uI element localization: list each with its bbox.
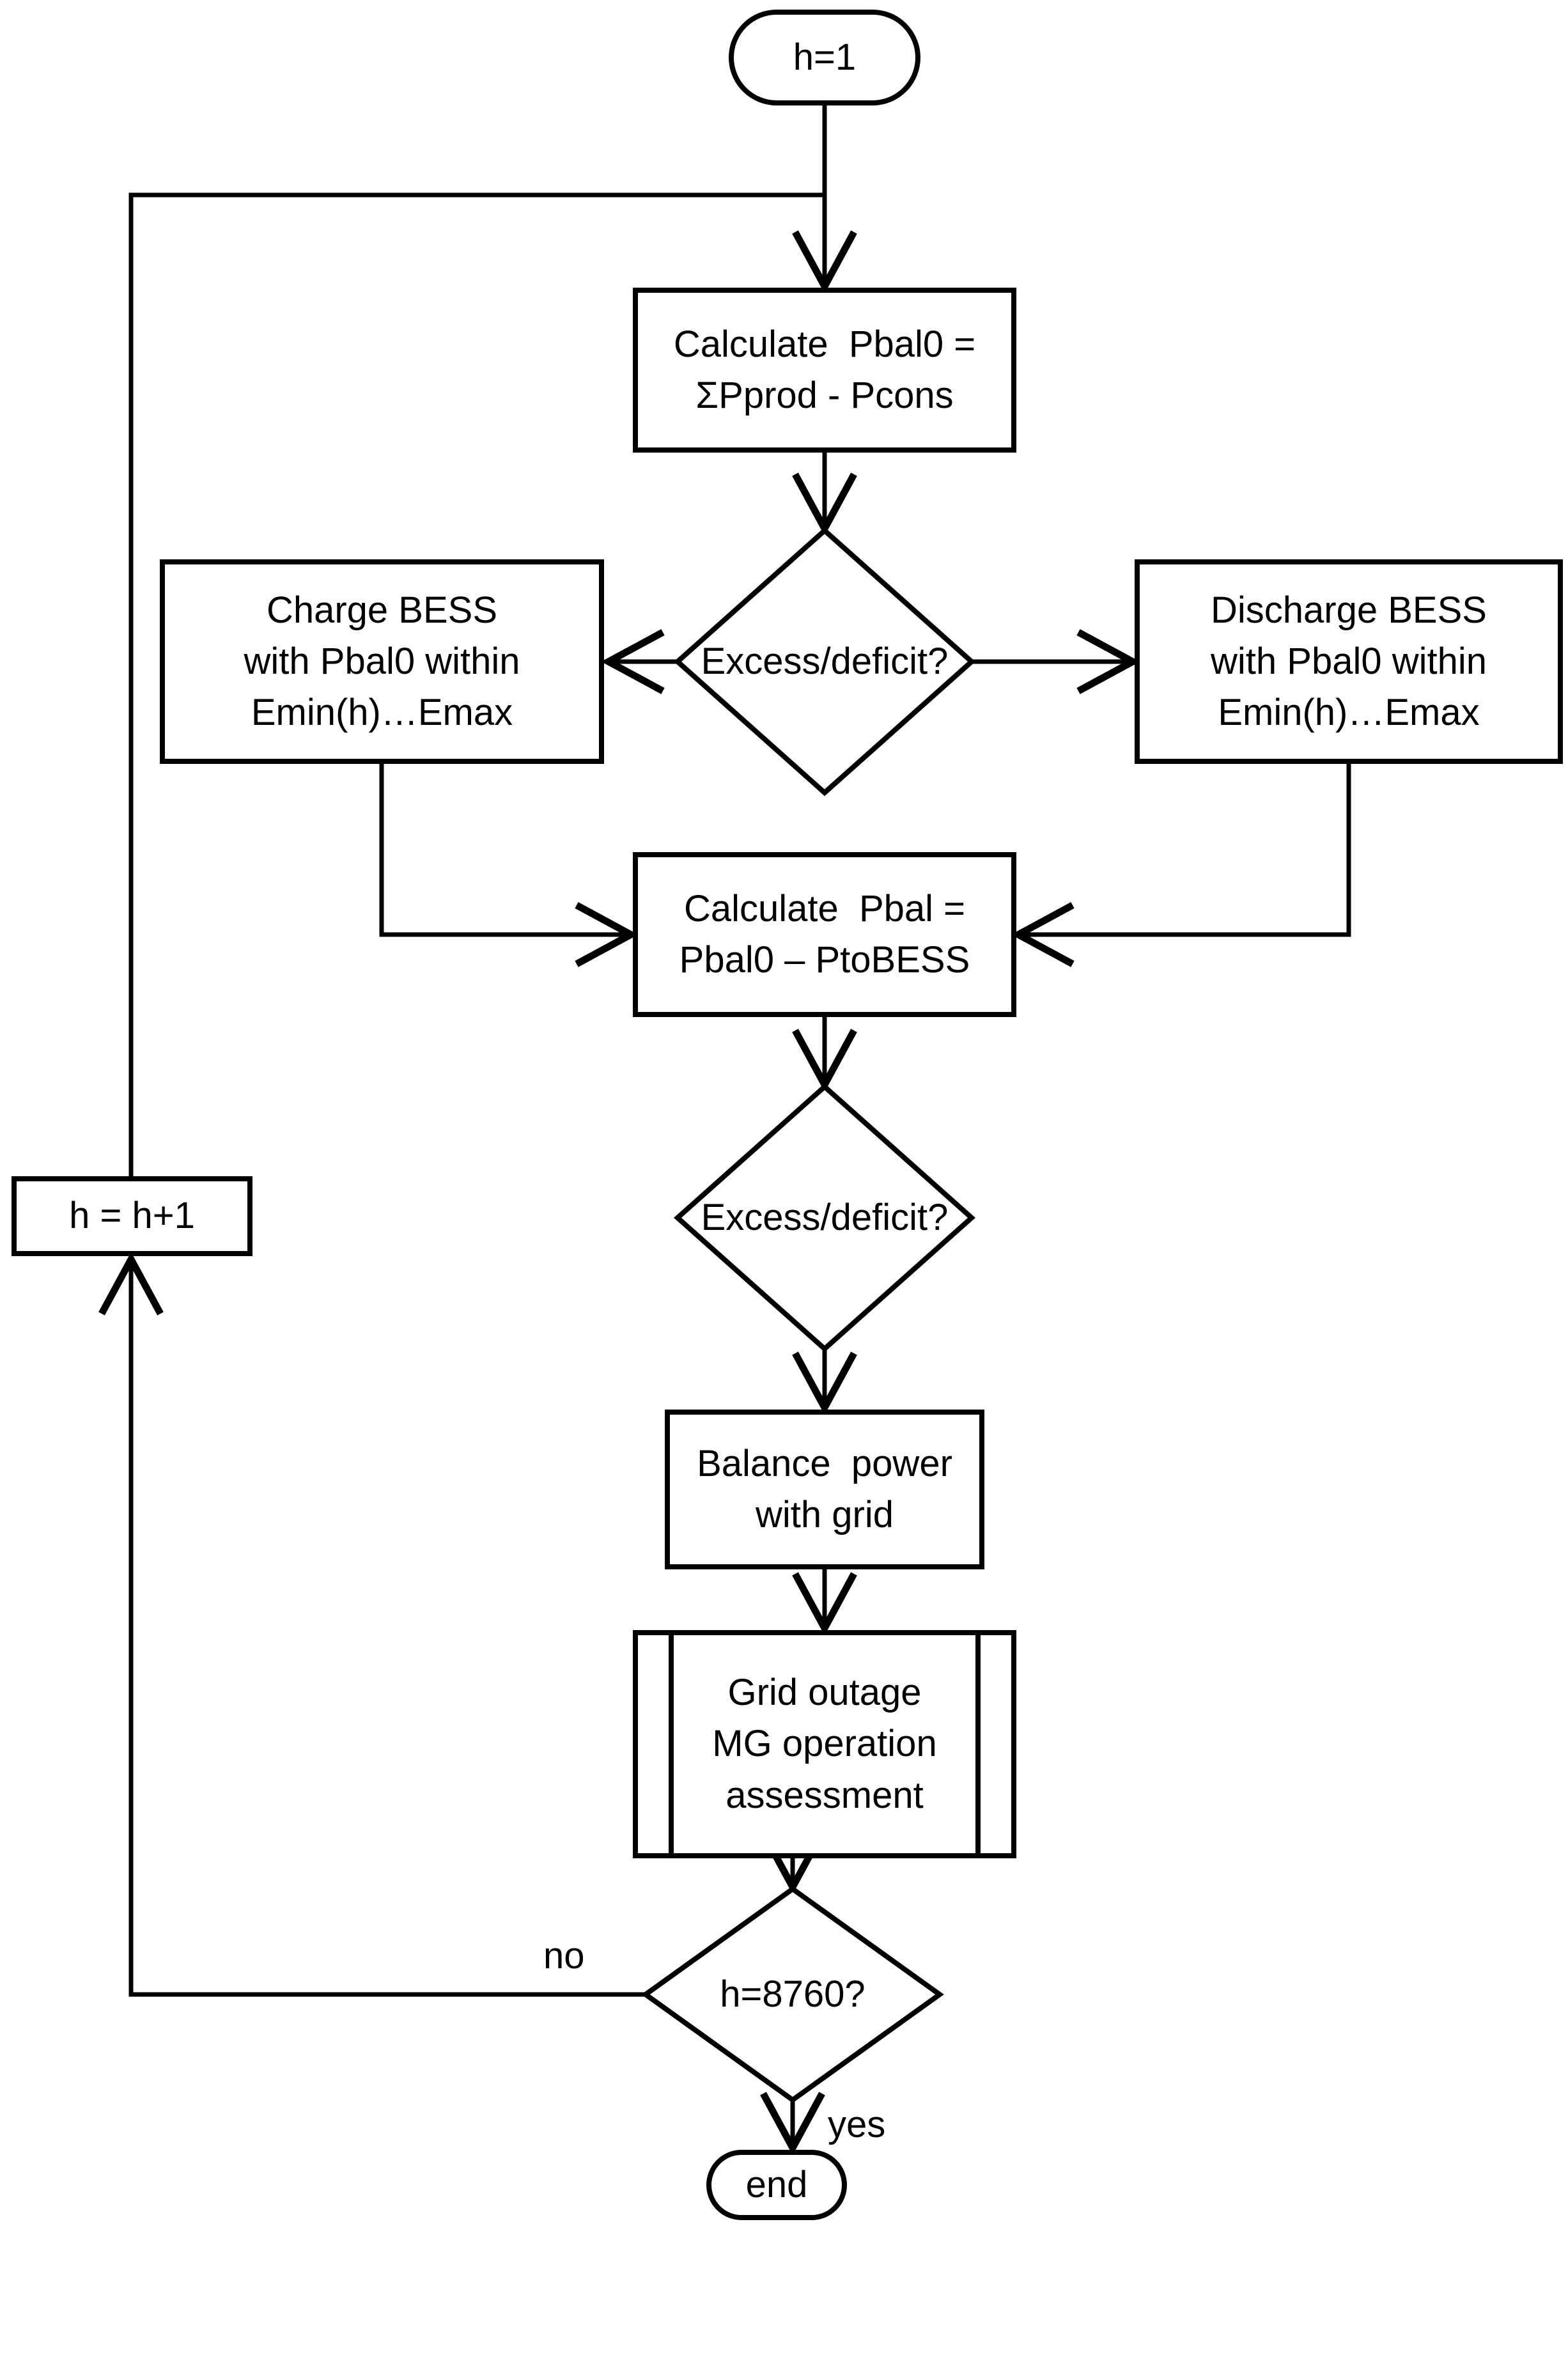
decision-diamond-hour-check [641, 1886, 944, 2103]
edge-increment-loop-back [128, 192, 825, 1176]
node-hour-check: h=8760? [646, 1889, 940, 2100]
node-end: end [706, 2150, 847, 2220]
node-calc-pbal0-label: Calculate Pbal0 = ΣPprod - Pcons [673, 323, 976, 416]
predefined-process-bar [975, 1635, 981, 1854]
arrowhead-into-calc-pbal-right [1011, 902, 1075, 967]
edge-charge-to-calc-pbal [379, 764, 628, 937]
node-calc-pbal: Calculate Pbal = Pbal0 – PtoBESS [633, 852, 1016, 1017]
decision-diamond-excess-deficit-2 [673, 1083, 976, 1353]
node-increment-hour-label: h = h+1 [69, 1195, 195, 1237]
arrowhead-into-discharge [1076, 629, 1140, 694]
node-excess-deficit-1-label: Excess/deficit? [701, 641, 949, 683]
node-calc-pbal0: Calculate Pbal0 = ΣPprod - Pcons [633, 288, 1016, 453]
arrowhead-into-calc-pbal-left [575, 902, 639, 967]
arrowhead-into-grid-outage [792, 1572, 857, 1636]
node-start-label: h=1 [793, 36, 857, 78]
node-hour-check-label: h=8760? [720, 1973, 866, 2016]
node-excess-deficit-2-label: Excess/deficit? [701, 1197, 949, 1239]
node-charge-bess-label: Charge BESS with Pbal0 within Emin(h)…Em… [244, 589, 520, 734]
node-discharge-bess-label: Discharge BESS with Pbal0 within Emin(h)… [1211, 589, 1487, 734]
edge-discharge-to-calc-pbal [1021, 764, 1351, 937]
predefined-process-bar [669, 1635, 674, 1854]
arrowhead-into-increment [98, 1252, 164, 1316]
node-start: h=1 [729, 10, 920, 105]
node-increment-hour: h = h+1 [12, 1176, 252, 1256]
edge-label-yes: yes [828, 2104, 886, 2145]
arrowhead-into-calc-pbal0 [792, 230, 857, 294]
node-end-label: end [745, 2163, 808, 2205]
edge-label-no: no [543, 1935, 585, 1977]
arrowhead-into-balance [792, 1351, 857, 1415]
arrowhead-into-end [760, 2092, 825, 2156]
node-charge-bess: Charge BESS with Pbal0 within Emin(h)…Em… [160, 559, 604, 764]
node-excess-deficit-1: Excess/deficit? [678, 531, 972, 793]
node-calc-pbal-label: Calculate Pbal = Pbal0 – PtoBESS [679, 887, 970, 981]
decision-diamond-excess-deficit-1 [673, 527, 976, 797]
node-excess-deficit-2: Excess/deficit? [678, 1087, 972, 1349]
node-discharge-bess: Discharge BESS with Pbal0 within Emin(h)… [1135, 559, 1563, 764]
node-grid-outage-label: Grid outage MG operation assessment [712, 1672, 937, 1816]
edge-hour-check-no-to-increment [128, 1261, 646, 1997]
node-balance-grid-label: Balance power with grid [697, 1442, 952, 1535]
node-grid-outage: Grid outage MG operation assessment [633, 1630, 1016, 1858]
node-balance-grid: Balance power with grid [665, 1410, 984, 1569]
arrowhead-into-charge [601, 629, 665, 694]
